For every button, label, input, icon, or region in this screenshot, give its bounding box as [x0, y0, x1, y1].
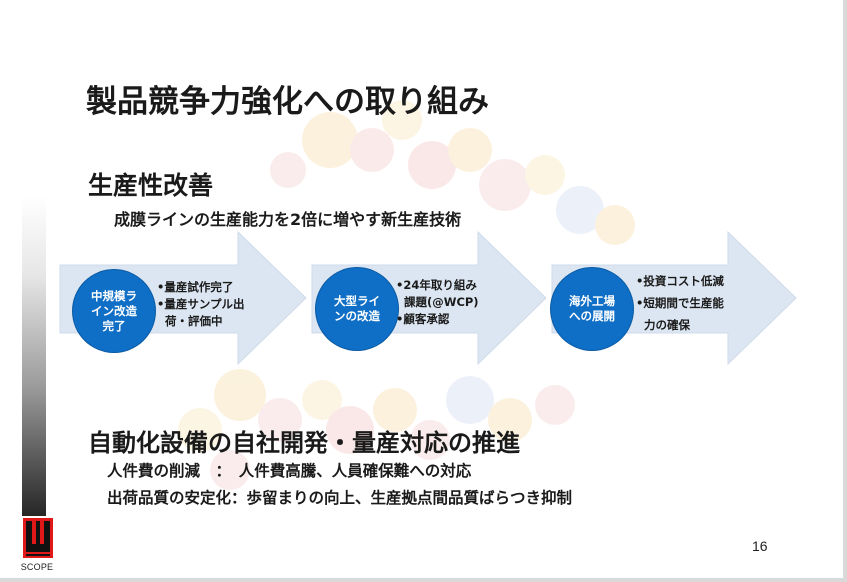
page-number: 16	[752, 538, 768, 554]
step3-bullet-2: •短期間で生産能	[636, 296, 724, 310]
step2-bullet-1: •24年取り組み	[396, 278, 477, 292]
step2-bullet-3: •顧客承認	[396, 312, 450, 326]
step1-bullet-1: •量産試作完了	[157, 280, 234, 294]
section2-line2: 出荷品質の安定化：歩留まりの向上、生産拠点間品質ばらつき抑制	[107, 489, 573, 507]
step2-bullet-2: 課題(@WCP)	[404, 295, 479, 309]
section1-heading: 生産性改善	[88, 171, 214, 200]
step2-circle-line1: 大型ライ	[334, 294, 380, 308]
section1-subline: 成膜ラインの生産能力を2倍に増やす新生産技術	[114, 210, 462, 229]
section2-line1: 人件費の削減 ： 人件費高騰、人員確保難への対応	[107, 462, 472, 480]
step3-circle-line2: への展開	[569, 309, 615, 323]
step1-circle-line1: 中規模ラ	[91, 288, 137, 303]
step3-circle-line1: 海外工場	[569, 294, 615, 308]
step2-circle-line2: ンの改造	[334, 309, 380, 323]
logo-text: SCOPE	[20, 562, 54, 572]
step2-bullets: •24年取り組み 課題(@WCP) •顧客承認	[396, 277, 479, 328]
step1-circle-line3: 完了	[102, 318, 126, 333]
step1-circle-line2: イン改造	[91, 303, 137, 318]
side-gradient-bar	[22, 196, 46, 516]
step1-bullet-3: 荷・評価中	[165, 314, 223, 328]
step1-bullet-2: •量産サンプル出	[157, 297, 245, 311]
step2-circle: 大型ライ ンの改造	[316, 268, 398, 350]
section2-heading: 自動化設備の自社開発・量産対応の推進	[88, 429, 520, 457]
company-logo-icon	[23, 518, 53, 558]
step1-circle: 中規模ラ イン改造 完了	[73, 270, 155, 352]
slide-title: 製品競争力強化への取り組み	[86, 84, 489, 120]
step3-bullets: •投資コスト低減 •短期間で生産能 力の確保	[636, 270, 724, 336]
step1-bullets: •量産試作完了 •量産サンプル出 荷・評価中	[157, 279, 245, 330]
step3-circle: 海外工場 への展開	[551, 268, 633, 350]
step3-bullet-3: 力の確保	[644, 318, 690, 332]
step3-bullet-1: •投資コスト低減	[636, 274, 724, 288]
